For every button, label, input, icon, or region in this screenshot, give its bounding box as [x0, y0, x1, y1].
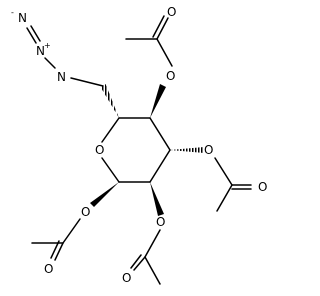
azide-n3-charge: -: [11, 8, 14, 17]
bond-acetyl4-carbonyl-b: [152, 15, 165, 38]
wedge-c1-o1: [90, 182, 119, 207]
bond-c4-c3: [149, 117, 171, 151]
bond-o3-c: [214, 157, 233, 186]
bond-acetyl2-methyl: [144, 256, 161, 285]
bond-o1-c: [62, 218, 81, 244]
carbonyl-oxygen-c1-label: O: [44, 262, 53, 276]
ester-oxygen-c4-label: O: [166, 69, 175, 83]
wedge-c2-o2: [150, 182, 164, 216]
c4-acetoxy: [125, 15, 173, 118]
ester-oxygen-c1-label: O: [81, 205, 90, 219]
bond-c1-ring-o: [101, 157, 120, 183]
bond-acetyl1-carbonyl-a: [54, 242, 64, 261]
bond-n2-n3-a: [26, 27, 37, 44]
bond-n1-n2: [44, 57, 56, 69]
azide-n2-label: N: [36, 44, 45, 58]
bond-o2-c: [144, 229, 161, 258]
bond-acetyl4-carbonyl-a: [156, 17, 169, 40]
bond-n2-n3-b: [30, 25, 41, 42]
wedge-c4-o4: [150, 84, 166, 118]
azide-n3-label: N: [18, 11, 27, 25]
azide-n2-charge: +: [44, 41, 51, 50]
ring-oxygen-label: O: [95, 143, 104, 157]
bond-acetyl1-carbonyl-b: [50, 240, 60, 259]
c2-acetoxy: [130, 182, 164, 285]
bond-acetyl2-carbonyl-b: [130, 254, 142, 269]
hashed-wedge-c5-c6: [100, 84, 119, 118]
azide-n1-label: N: [57, 70, 66, 84]
bond-c6-n1: [70, 77, 104, 87]
chemical-structure-diagram: O O O O O O O O O N N + N -: [11, 5, 267, 285]
carbonyl-oxygen-c2-label: O: [122, 271, 131, 285]
c1-acetoxy: [31, 182, 119, 261]
carbonyl-oxygen-c4-label: O: [167, 5, 176, 19]
bond-ring-o-c5: [101, 117, 120, 143]
bond-c3-c2: [149, 149, 171, 183]
pyranose-ring: [101, 117, 171, 183]
ester-oxygen-c3-label: O: [204, 143, 213, 157]
c6-azidomethyl: [26, 25, 119, 118]
bond-acetyl3-methyl: [216, 184, 233, 212]
carbonyl-oxygen-c3-label: O: [258, 180, 267, 194]
ester-oxygen-c2-label: O: [156, 215, 165, 229]
hashed-wedge-c3-o3: [170, 147, 204, 153]
atom-labels: O O O O O O O O O N N + N -: [11, 5, 267, 285]
bond-acetyl2-carbonyl-a: [133, 256, 146, 271]
bond-o4-c: [156, 38, 173, 67]
c3-acetoxy: [170, 147, 252, 212]
